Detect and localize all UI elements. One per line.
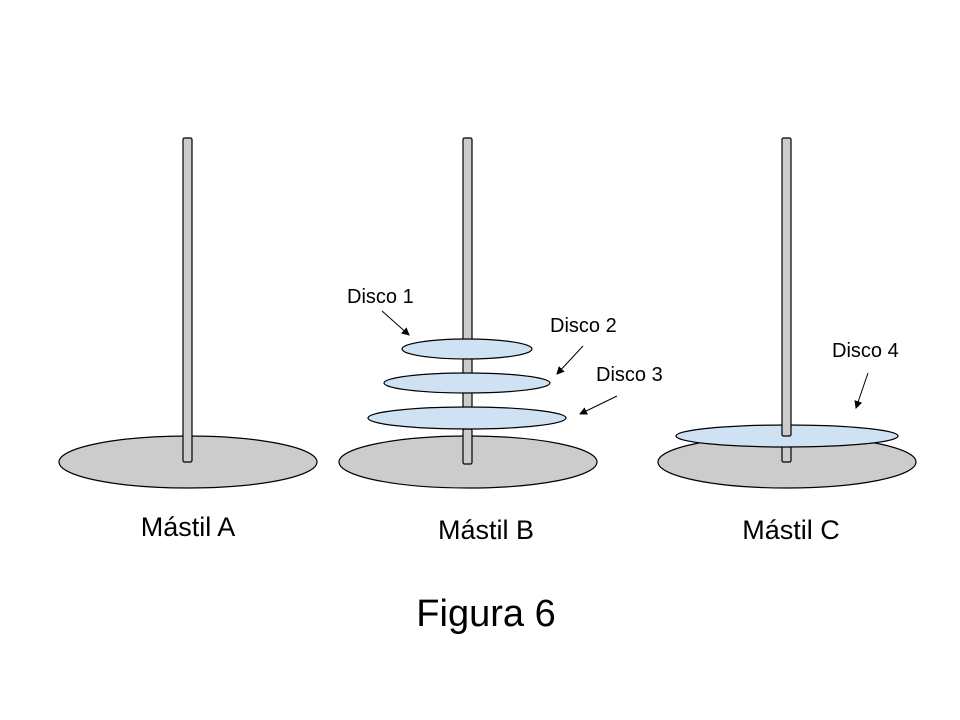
- disk-3: [367, 406, 567, 430]
- disk-1-label: Disco 1: [347, 286, 414, 308]
- mast-b-label: Mástil B: [438, 515, 534, 545]
- mast-a-label: Mástil A: [141, 512, 236, 542]
- disk-3-label: Disco 3: [596, 364, 663, 386]
- disk-callouts: Disco 1 Disco 2 Disco 3 Disco 4: [347, 286, 899, 415]
- mast-c-label: Mástil C: [742, 515, 840, 545]
- mast-b-pole-segment: [462, 428, 473, 465]
- mast-c: [657, 137, 917, 489]
- disk-4-arrow: [854, 372, 869, 409]
- disk-3-arrow: [579, 395, 618, 415]
- mast-c-pole: [781, 137, 792, 437]
- mast-a: [58, 137, 318, 489]
- mast-b: [338, 137, 598, 489]
- disk-2: [383, 372, 551, 394]
- disk-1-arrow: [381, 310, 410, 336]
- mast-a-pole: [182, 137, 193, 463]
- mast-b-pole: [462, 137, 473, 342]
- disk-2-arrow: [556, 345, 584, 375]
- disk-4-label: Disco 4: [832, 340, 899, 362]
- disk-2-label: Disco 2: [550, 315, 617, 337]
- disk-1: [401, 338, 533, 360]
- figure-caption: Figura 6: [416, 593, 555, 635]
